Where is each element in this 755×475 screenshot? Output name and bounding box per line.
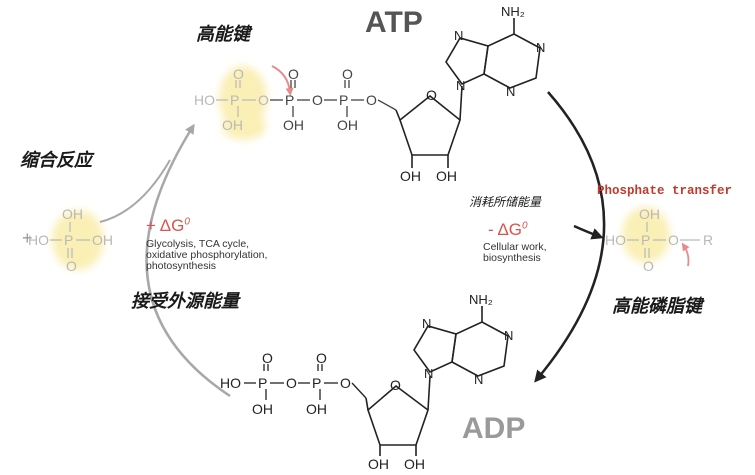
- energy-consumption-label: 消耗所储能量: [469, 195, 542, 209]
- arrow-phosphate-transfer: [573, 224, 604, 240]
- svg-text:N: N: [504, 328, 513, 343]
- svg-text:N: N: [454, 28, 463, 43]
- svg-text:N: N: [536, 40, 545, 55]
- atp-phosphate-chain: HO P O OH O P O OH O P O OH O: [194, 66, 397, 133]
- svg-text:HO: HO: [194, 92, 215, 108]
- svg-text:OH: OH: [368, 456, 389, 472]
- atp-title: ATP: [365, 6, 423, 39]
- delta-g-negative: - ΔG0: [488, 220, 528, 239]
- svg-text:O: O: [66, 258, 77, 274]
- svg-text:R: R: [703, 232, 713, 248]
- svg-text:OH: OH: [400, 168, 421, 184]
- atp-ribose: [395, 85, 463, 168]
- svg-text:NH₂: NH₂: [469, 292, 493, 307]
- phosphate-transfer-label: Phosphate transfer: [597, 184, 733, 198]
- condensation-label: 缩合反应: [20, 150, 92, 171]
- energy-storage-label: 接受外源能量: [131, 291, 239, 312]
- svg-text:O: O: [643, 258, 654, 274]
- svg-text:O: O: [258, 92, 269, 108]
- svg-text:N: N: [506, 84, 515, 99]
- delta-g-positive: + ΔG0: [146, 216, 190, 235]
- svg-text:O: O: [342, 66, 353, 82]
- svg-text:O: O: [668, 232, 679, 248]
- adp-molecule: HO P O OH O P O OH O O OH OH: [220, 292, 513, 472]
- phosphoester-bond-label: 高能磷脂键: [612, 296, 702, 317]
- atp-adenine: [445, 18, 541, 89]
- svg-text:N: N: [424, 366, 433, 381]
- svg-text:OH: OH: [639, 206, 660, 222]
- svg-text:O: O: [316, 350, 327, 366]
- phosphate-ester: HO P OH O O R: [605, 206, 713, 274]
- svg-text:O: O: [312, 92, 323, 108]
- svg-text:+: +: [22, 228, 33, 248]
- svg-text:OH: OH: [436, 168, 457, 184]
- svg-text:P: P: [64, 232, 73, 248]
- highlight-blobs: [52, 66, 670, 270]
- high-energy-bond-label: 高能键: [196, 24, 250, 45]
- svg-text:O: O: [390, 377, 401, 393]
- energy-sources-text: Glycolysis, TCA cycle, oxidative phospho…: [146, 238, 268, 272]
- svg-text:P: P: [230, 92, 239, 108]
- svg-text:OH: OH: [92, 232, 113, 248]
- adp-title: ADP: [462, 412, 526, 445]
- svg-text:OH: OH: [404, 456, 425, 472]
- svg-text:HO: HO: [28, 232, 49, 248]
- svg-text:P: P: [312, 375, 321, 391]
- svg-text:OH: OH: [252, 401, 273, 417]
- arrow-atp-to-adp: [534, 91, 606, 383]
- svg-text:P: P: [339, 92, 348, 108]
- svg-text:N: N: [474, 372, 483, 387]
- svg-text:N: N: [422, 316, 431, 331]
- arrow-high-energy-bond: [271, 65, 294, 96]
- svg-text:HO: HO: [605, 232, 626, 248]
- svg-text:OH: OH: [222, 117, 243, 133]
- arrow-phosphoester-bond: [681, 242, 690, 267]
- svg-text:P: P: [258, 375, 267, 391]
- svg-text:P: P: [641, 232, 650, 248]
- svg-text:OH: OH: [337, 117, 358, 133]
- svg-text:O: O: [340, 375, 351, 391]
- svg-text:N: N: [456, 78, 465, 93]
- svg-text:O: O: [233, 66, 244, 82]
- svg-text:OH: OH: [62, 206, 83, 222]
- arrow-phosphate-join: [99, 159, 171, 223]
- energy-uses-text: Cellular work, biosynthesis: [483, 241, 547, 264]
- svg-text:O: O: [366, 92, 377, 108]
- svg-text:HO: HO: [220, 375, 241, 391]
- free-phosphate: + HO P OH O OH: [22, 206, 113, 274]
- svg-text:NH₂: NH₂: [501, 4, 525, 19]
- atp-molecule: HO P O OH O P O OH O P O OH O: [194, 4, 545, 184]
- svg-text:O: O: [288, 66, 299, 82]
- svg-text:P: P: [285, 92, 294, 108]
- svg-text:O: O: [286, 375, 297, 391]
- svg-text:O: O: [262, 350, 273, 366]
- svg-text:OH: OH: [306, 401, 327, 417]
- svg-text:OH: OH: [283, 117, 304, 133]
- svg-text:O: O: [426, 87, 437, 103]
- arrow-adp-to-atp: [145, 123, 231, 398]
